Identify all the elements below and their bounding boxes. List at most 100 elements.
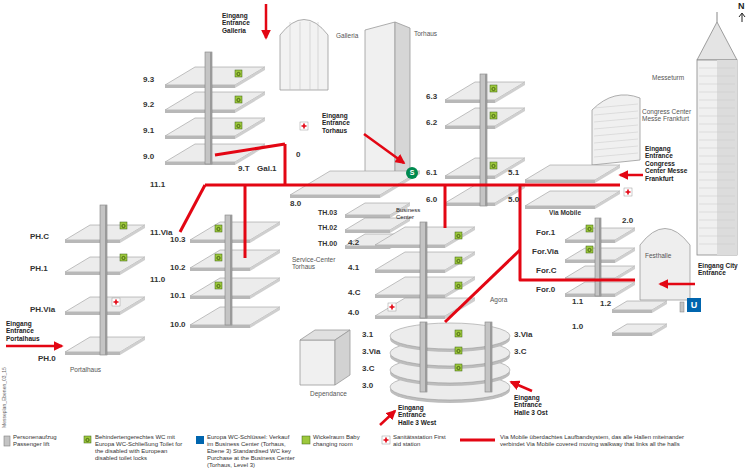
floor-edge — [235, 92, 265, 113]
entrance-arrow — [380, 411, 395, 425]
floor-edge — [445, 277, 475, 298]
galleria-rib — [310, 22, 311, 90]
legend-key-symbol — [196, 436, 204, 444]
wc-icon-figure — [457, 234, 460, 237]
building-name: Torhaus — [414, 30, 437, 37]
floor-edge — [345, 230, 390, 233]
legend-lift-symbol — [4, 436, 10, 446]
level-label: 3.C — [514, 347, 526, 356]
messeturm-window — [699, 196, 735, 197]
entrance-label: Eingang Entrance Halle 3 Ost — [514, 394, 556, 416]
level-label: For.Via — [532, 247, 559, 256]
festhalle-building — [640, 229, 690, 301]
wc-icon — [84, 436, 91, 443]
wc-icon — [120, 222, 127, 229]
floor-edge — [165, 110, 235, 113]
floor-edge — [120, 257, 145, 275]
floor-edge — [565, 294, 615, 297]
wc-icon — [120, 254, 127, 261]
floor-edge — [120, 337, 145, 355]
via-mobile-walkway — [205, 184, 620, 187]
business-center-label: Business Center — [396, 207, 432, 221]
floor-edge — [612, 310, 652, 313]
entrance-arrow — [6, 345, 62, 348]
congress-center-stripe — [594, 125, 638, 129]
building-name: Dependance — [310, 390, 347, 397]
floor-edge — [235, 118, 265, 139]
floor-edge — [615, 282, 635, 297]
wc-icon — [455, 364, 462, 371]
legend-text: Europa WC-Schlüssel: Verkauf im Business… — [207, 434, 297, 469]
wc-icon-figure — [492, 114, 495, 117]
entrance-arrow — [620, 174, 643, 177]
messeturm-top — [697, 22, 737, 60]
wc-icon-figure — [457, 349, 460, 352]
floor-edge — [190, 296, 250, 299]
north-arrow — [739, 13, 745, 22]
messeturm-window — [699, 148, 735, 149]
first-aid-cross — [302, 124, 307, 129]
floor-edge — [445, 252, 475, 273]
lift-column — [595, 218, 601, 296]
floor-edge — [65, 352, 120, 355]
building-name: Galleria — [336, 32, 358, 39]
level-label: 1.1 — [572, 297, 583, 306]
s-bahn-letter: S — [406, 168, 418, 178]
wc-icon — [235, 96, 242, 103]
level-label: 3.Via — [514, 330, 533, 339]
level-label: 5.0 — [508, 195, 519, 204]
level-label: 9.T — [238, 164, 250, 173]
messeturm-building — [697, 60, 737, 255]
level-label: 10.3 — [170, 235, 186, 244]
level-label: 4.0 — [348, 308, 359, 317]
entrance-label: Eingang Entrance Portalhaus — [6, 320, 46, 342]
torhaus-building — [395, 22, 410, 180]
plan-code: Messeplan_Ebenen_03_15 — [2, 367, 8, 428]
floor-edge — [120, 297, 145, 315]
legend-walkway-symbol — [460, 439, 495, 442]
wc-icon — [455, 330, 462, 337]
legend-text: Via Mobile überdachtes Laufbandsystem, d… — [500, 434, 700, 448]
entrance-arrow — [511, 382, 532, 391]
entrance-label: Eingang Entrance Halle 3 West — [398, 404, 440, 426]
lift-column — [225, 215, 232, 325]
floor-edge — [565, 260, 615, 263]
wc-icon — [235, 70, 242, 77]
messeturm-window — [699, 204, 735, 205]
floor-plate — [525, 191, 620, 206]
lift-column — [420, 222, 427, 318]
congress-center-building — [592, 95, 640, 165]
floor-edge — [375, 295, 445, 298]
level-label: TH.00 — [318, 240, 337, 248]
via-mobile-walkway — [215, 144, 285, 155]
floor-edge — [250, 250, 280, 271]
level-label: 10.0 — [170, 320, 186, 329]
entrance-label: Eingang Entrance Galleria — [222, 12, 262, 34]
floor-edge — [375, 245, 445, 248]
level-label: 6.0 — [426, 195, 437, 204]
congress-center-stripe — [594, 111, 638, 115]
via-mobile-walkway — [444, 185, 447, 228]
north-label: N — [738, 1, 745, 11]
first-aid-icon — [388, 303, 396, 311]
floor-edge — [190, 268, 250, 271]
wc-icon-figure — [457, 284, 460, 287]
wc-icon — [455, 232, 462, 239]
first-aid-icon — [382, 436, 390, 444]
messeturm-window — [699, 188, 735, 189]
floor-edge — [652, 324, 667, 336]
level-label: 10.1 — [170, 291, 186, 300]
entrance-label: Eingang City Entrance — [698, 262, 745, 277]
level-label: PH.C — [30, 232, 49, 241]
entrance-arrow — [364, 134, 404, 163]
galleria-building — [280, 20, 328, 91]
level-label: 5.1 — [508, 168, 519, 177]
wc-icon-figure — [492, 87, 495, 90]
s-bahn-sign — [406, 167, 418, 179]
wc-icon-figure — [122, 224, 125, 227]
level-label: 3.Via — [362, 347, 381, 356]
entrance-arrow — [660, 283, 695, 286]
level-label: PH.Via — [30, 305, 55, 314]
level-label: 11.Via — [150, 228, 173, 237]
wc-icon — [215, 282, 222, 289]
